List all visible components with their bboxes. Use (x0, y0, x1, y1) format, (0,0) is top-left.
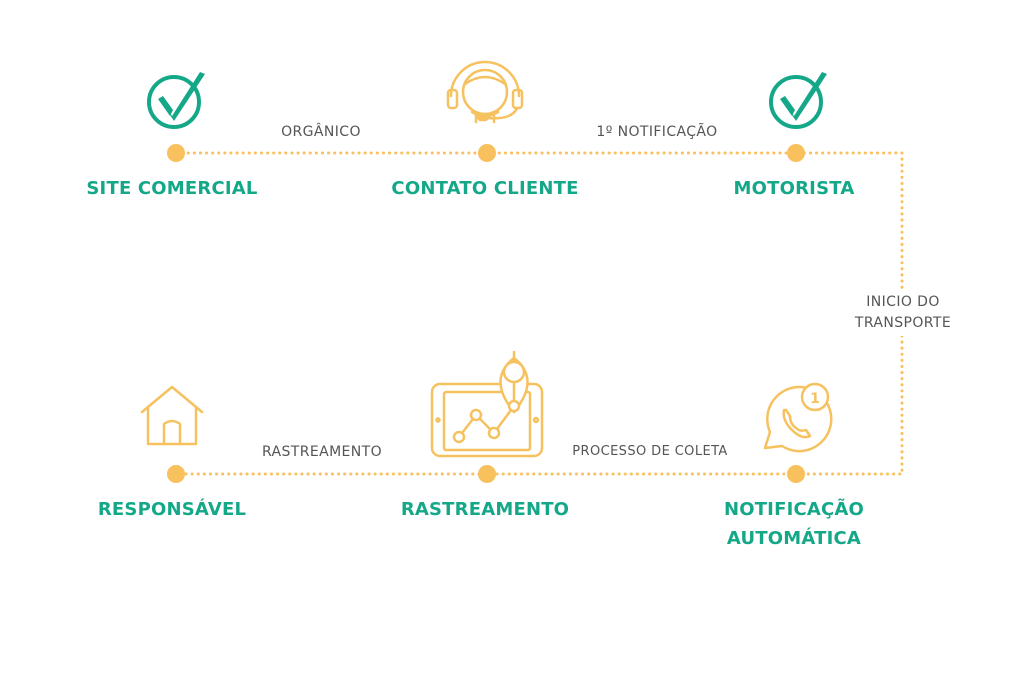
node-title-notificacao-line1: NOTIFICAÇÃO (723, 499, 865, 520)
edge-label-inicio-transporte: INICIO DO TRANSPORTE (852, 290, 954, 336)
node-dot-notificacao (787, 465, 805, 483)
edge-label-inicio-line1: INICIO DO (866, 294, 940, 310)
node-title-rastreamento: RASTREAMENTO (400, 499, 570, 520)
node-title-contato-cliente: CONTATO CLIENTE (391, 178, 579, 199)
house-icon (140, 385, 204, 446)
node-dot-responsavel (167, 465, 185, 483)
notification-badge-count: 1 (810, 391, 820, 407)
edge-label-processo-coleta: PROCESSO DE COLETA (568, 441, 732, 462)
edge-label-primeira-notificacao: 1º NOTIFICAÇÃO (592, 122, 722, 143)
node-dot-motorista (787, 144, 805, 162)
node-title-motorista: MOTORISTA (733, 178, 855, 199)
node-title-notificacao: NOTIFICAÇÃO AUTOMÁTICA (724, 495, 864, 553)
connector-path (174, 151, 904, 476)
node-dot-site-comercial (167, 144, 185, 162)
check-circle-icon (769, 72, 827, 129)
edge-label-inicio-line2: TRANSPORTE (854, 315, 952, 331)
whatsapp-notification-icon (763, 382, 833, 453)
edge-label-rastreamento: RASTREAMENTO (257, 442, 387, 463)
node-title-notificacao-line2: AUTOMÁTICA (726, 528, 862, 549)
node-dot-rastreamento (478, 465, 496, 483)
headset-icon (446, 60, 524, 124)
edge-label-organico: ORGÂNICO (277, 122, 365, 143)
node-title-site-comercial: SITE COMERCIAL (86, 178, 258, 199)
node-dot-contato-cliente (478, 144, 496, 162)
check-circle-icon (147, 72, 205, 129)
tablet-map-pin-icon (430, 350, 544, 458)
node-title-responsavel: RESPONSÁVEL (97, 499, 247, 520)
